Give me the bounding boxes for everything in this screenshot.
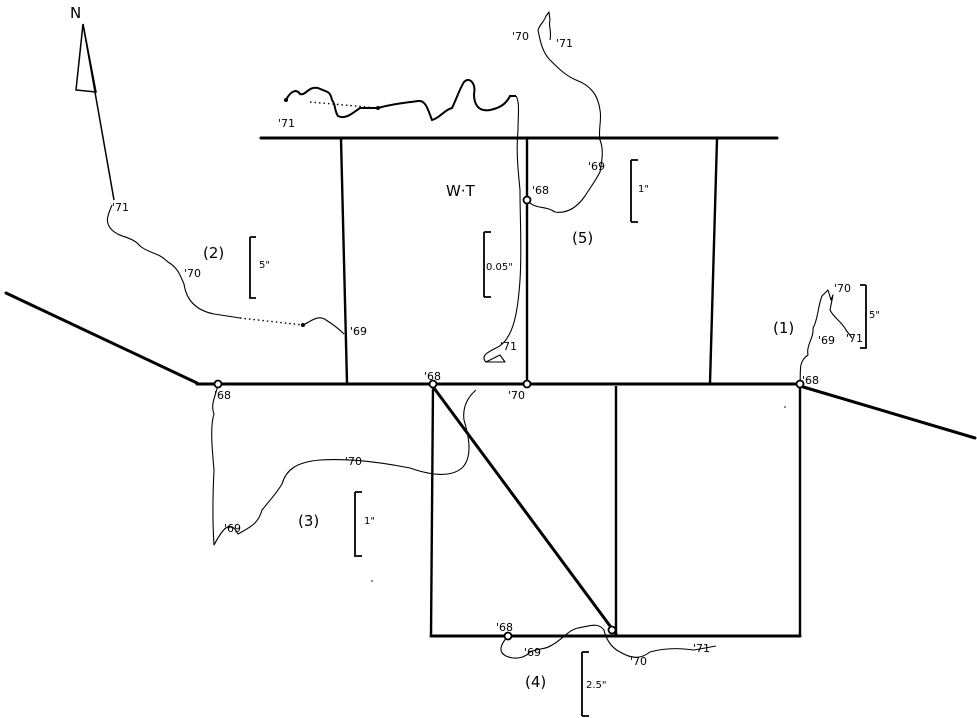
gauge-wt-year-71: '71: [500, 340, 517, 353]
gauge-5-year-68: '68: [532, 184, 549, 197]
gauge-1-scale: 5": [869, 310, 880, 321]
gauge-3-year-69: '69: [224, 522, 241, 535]
gauge-wt-trace: [285, 86, 378, 118]
structure-label: W·T: [446, 182, 476, 200]
gauge-1: '68 '69 '70 '71 (1) 5": [773, 282, 880, 389]
gauge-4-label: (4): [525, 673, 546, 691]
gauge-5-label: (5): [572, 229, 593, 247]
gauge-1-year-68: '68: [802, 374, 819, 387]
north-label: N: [70, 4, 81, 22]
gauge-4-year-68: '68: [496, 621, 513, 634]
gauge-3-label: (3): [298, 512, 319, 530]
gauge-4-year-69: '69: [524, 646, 541, 659]
gauge-wt-year-68: '68: [424, 370, 441, 383]
gauge-1-year-71: '71: [846, 332, 863, 345]
gauge-4-trace: [500, 624, 717, 659]
gauge-1-trace: [799, 289, 853, 385]
gauge-wt: W·T '71 '71 '68 '70 0.05": [278, 78, 532, 402]
gauge-4: '68 '69 '70 '71 (4) 2.5": [496, 621, 717, 717]
gauge-4-scale: 2.5": [586, 680, 607, 691]
gauge-3-year-68: '68: [214, 389, 231, 402]
gauge-2-year-69: '69: [350, 325, 367, 338]
gauge-2-scale: 5": [259, 260, 270, 271]
gauge-3-year-70: '70: [345, 455, 362, 468]
gauge-5-year-71: '71: [556, 37, 573, 50]
gauge-2-label: (2): [203, 244, 224, 262]
diagonal-strut: [429, 382, 618, 636]
gauge-5-trace: [526, 29, 603, 213]
gauge-wt-scale-bar: [483, 231, 491, 298]
gauge-3-scale: 1": [364, 516, 375, 527]
gauge-2-trace-gap: [239, 317, 304, 326]
left-approach-beam: [4, 291, 199, 385]
gauge-2-trace: [106, 204, 241, 319]
gauge-5-year-70: '70: [512, 30, 529, 43]
gauge-4-year-71: '71: [693, 642, 710, 655]
gauge-4-year-70: '70: [630, 655, 647, 668]
gauge-1-year-69: '69: [818, 334, 835, 347]
gauge-wt-year-71-top: '71: [278, 117, 295, 130]
north-arrow: N: [70, 4, 115, 201]
column-c-upper: [708, 138, 719, 384]
gauge-4-scale-bar: [581, 651, 589, 717]
gauge-wt-year-70: '70: [508, 389, 525, 402]
gauge-3: '68 '69 '70 (3) 1": [211, 379, 477, 557]
gauge-2-year-71: '71: [112, 201, 129, 214]
right-approach-beam: [798, 384, 977, 440]
gauge-2-scale-bar: [249, 236, 256, 299]
frame-structure: [4, 136, 977, 638]
gauge-3-trace: [211, 383, 477, 546]
gauge-5-year-69: '69: [588, 160, 605, 173]
gauge-wt-scale: 0.05": [486, 262, 513, 273]
column-a-upper: [339, 138, 349, 384]
gauge-5: '68 '69 '70 '71 (5) 1": [512, 11, 649, 247]
gauge-5-scale: 1": [638, 184, 649, 195]
gauge-1-year-70: '70: [834, 282, 851, 295]
gauge-1-scale-bar: [860, 284, 867, 349]
gauge-1-label: (1): [773, 319, 794, 337]
gauge-3-scale-bar: [354, 491, 362, 557]
gauge-2: '71 '70 '69 (2) 5": [106, 201, 367, 338]
gauge-2-year-70: '70: [184, 267, 201, 280]
gauge-5-scale-bar: [630, 159, 638, 223]
column-d-lower: [429, 385, 435, 637]
